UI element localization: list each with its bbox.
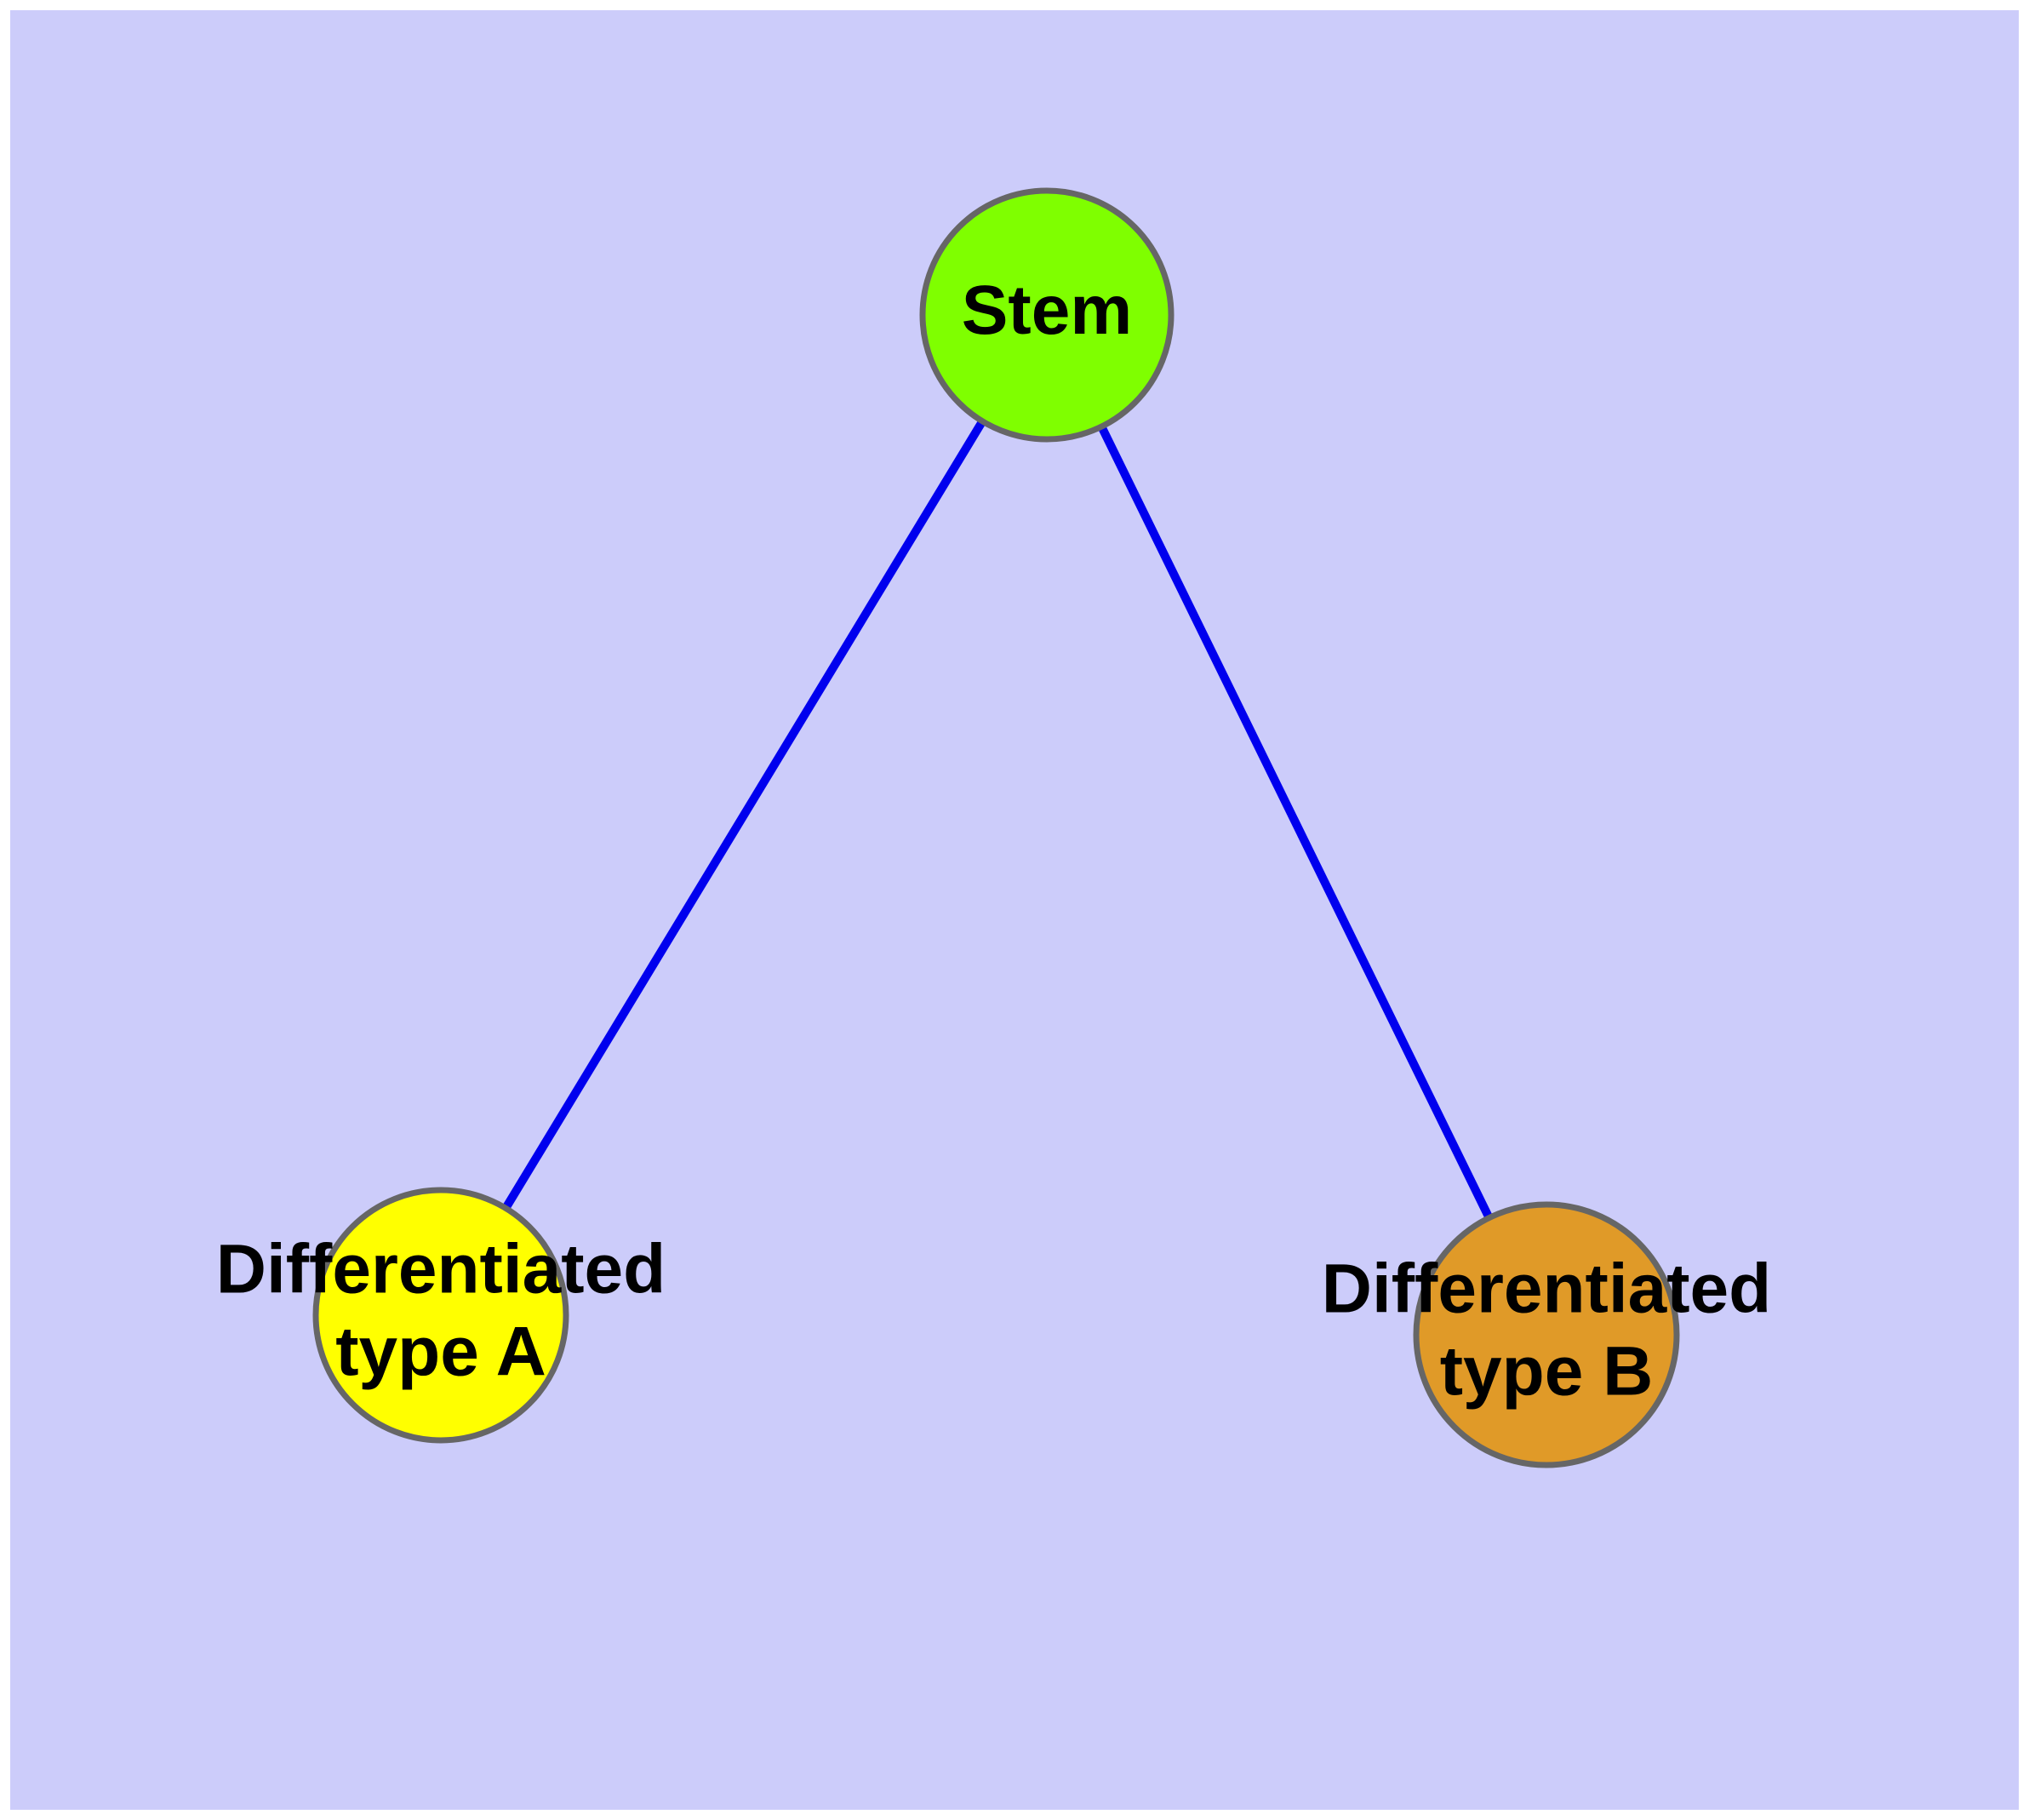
- edge-layer: [500, 417, 1495, 1222]
- node-circle-stem[interactable]: [919, 187, 1175, 443]
- graph-node-stem[interactable]: Stem: [919, 187, 1175, 443]
- graph-edge-stem-to-diff_a: [500, 417, 987, 1212]
- node-circle-diff_b[interactable]: [1413, 1201, 1680, 1468]
- graph-edge-stem-to-diff_b: [1096, 423, 1495, 1222]
- node-circle-diff_a[interactable]: [312, 1187, 569, 1444]
